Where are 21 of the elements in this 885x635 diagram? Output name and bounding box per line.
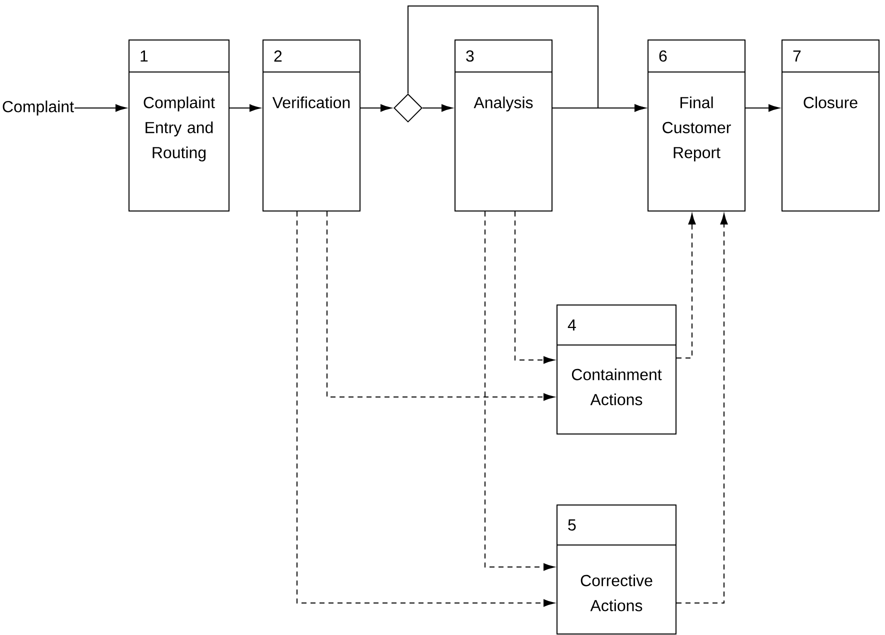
arrow [229, 104, 261, 112]
arrow [514, 211, 555, 364]
process-box: 6 Final Customer Report [648, 40, 746, 212]
process-box: 5 Corrective Actions [556, 504, 676, 634]
arrow [326, 211, 555, 401]
process-box: 2 Verification [262, 40, 360, 212]
arrow [408, 6, 646, 112]
arrow [74, 104, 127, 112]
arrow [745, 104, 780, 112]
process-box: 7 Closure [782, 40, 880, 212]
process-box: 1 Complaint Entry and Routing [128, 40, 230, 212]
arrow [360, 104, 392, 112]
arrow [484, 211, 555, 571]
process-box: 4 Containment Actions [556, 304, 676, 434]
arrow [676, 214, 728, 604]
decision-diamond [394, 94, 422, 122]
arrow [296, 211, 555, 607]
arrow [422, 104, 453, 112]
arrow [676, 214, 696, 358]
process-box: 3 Analysis [454, 40, 552, 212]
input-label: Complaint [2, 100, 74, 116]
